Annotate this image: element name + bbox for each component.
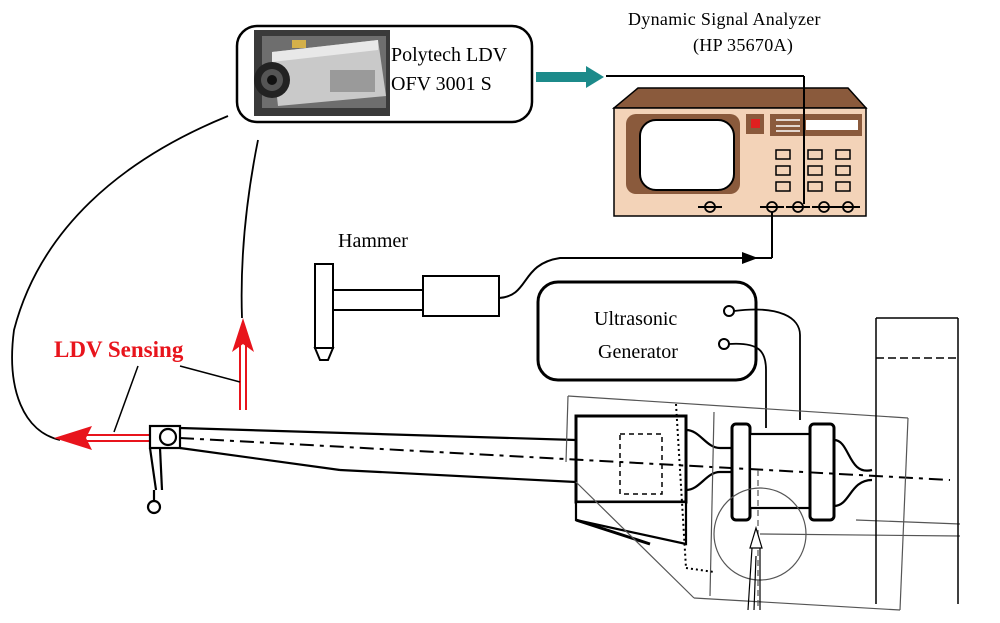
ldv-output-arrow [536, 66, 604, 88]
hammer-label: Hammer [338, 230, 408, 252]
ldv-sensing-label: LDV Sensing [54, 337, 184, 362]
ultrasonic-generator [536, 280, 758, 382]
ldv-sensing-arrows [54, 318, 254, 450]
generator-label-line2: Generator [598, 341, 678, 363]
frame-dotted-outline [675, 403, 715, 573]
hammer-cable-arrowhead [742, 252, 758, 264]
generator-cables [728, 308, 801, 428]
mounting-frame [565, 395, 961, 611]
ldv-beam-lines [11, 115, 259, 441]
generator-label-line1: Ultrasonic [594, 308, 678, 330]
support-column [875, 317, 959, 604]
hammer-cable [498, 212, 773, 299]
impact-hammer [313, 263, 500, 361]
ldv-model: OFV 3001 S [391, 73, 492, 95]
ldv-camera-image [254, 30, 390, 116]
ldv-signal-cable [606, 75, 805, 204]
ultrasonic-horn [146, 414, 873, 546]
analyzer-title: Dynamic Signal Analyzer [628, 9, 821, 29]
sensing-leader-lines [113, 365, 241, 433]
analyzer-model: (HP 35670A) [693, 35, 794, 55]
signal-analyzer [611, 87, 868, 217]
horn-centerline [179, 437, 951, 481]
ldv-instrument [235, 24, 534, 124]
ldv-title: Polytech LDV [391, 44, 508, 66]
